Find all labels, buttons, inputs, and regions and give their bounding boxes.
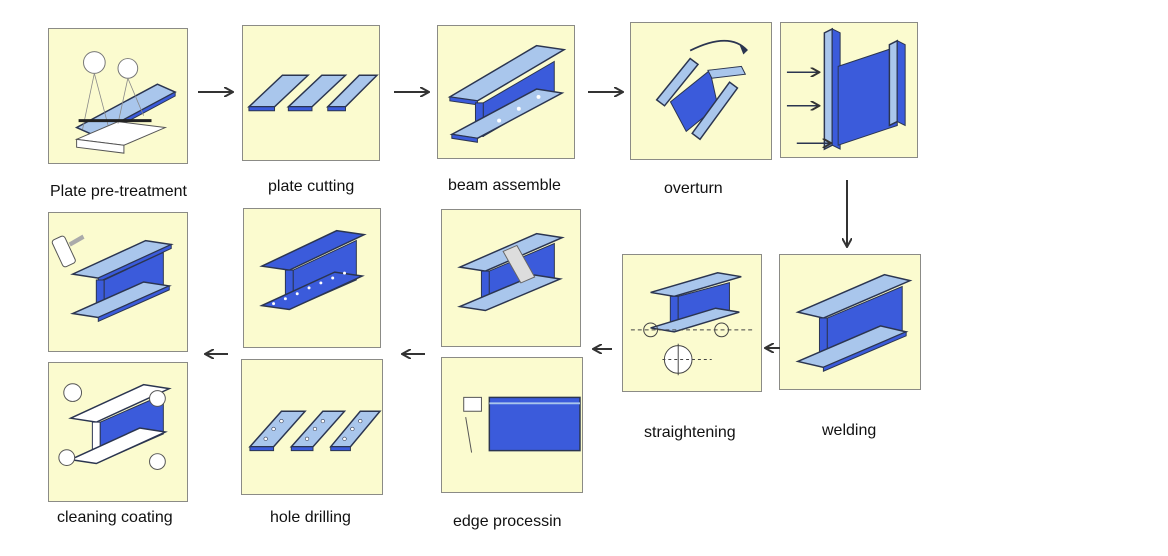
welding-setup-icon	[786, 27, 906, 151]
drilled-beam-panel	[243, 208, 381, 348]
overturn-icon	[655, 39, 748, 141]
welding-icon	[795, 273, 913, 373]
straightening-icon	[630, 271, 754, 376]
plate-pretreatment-panel	[48, 28, 188, 164]
coating-spray-icon	[51, 234, 174, 323]
flow-arrow-down	[840, 180, 854, 252]
welding-setup-panel	[780, 22, 918, 158]
flow-arrow-7	[202, 348, 228, 360]
plate-cutting-panel	[242, 25, 380, 161]
hole-drilling-panel	[241, 359, 383, 495]
step-label-beam-assemble: beam assemble	[448, 177, 561, 194]
step-label-straightening: straightening	[644, 424, 736, 441]
step-label-edge-processing: edge processin	[453, 513, 562, 530]
step-label-welding: welding	[822, 422, 877, 439]
edge-processing-icon	[463, 396, 581, 453]
flow-arrow-3	[588, 86, 626, 98]
beam-assemble-icon	[447, 44, 567, 143]
step-label-cleaning-coating: cleaning coating	[57, 509, 173, 526]
coating-panel	[48, 212, 188, 352]
step-label-plate-pretreatment: Plate pre-treatment	[50, 183, 187, 200]
flow-arrow-1	[198, 86, 236, 98]
flow-arrow-5	[590, 343, 612, 355]
flow-arrow-6	[399, 348, 425, 360]
overturn-panel	[630, 22, 772, 160]
welding-panel	[779, 254, 921, 390]
edge-beam-panel	[441, 209, 581, 347]
beam-assemble-panel	[437, 25, 575, 159]
step-label-hole-drilling: hole drilling	[270, 509, 351, 526]
plate-pretreatment-icon	[74, 51, 177, 154]
flow-arrow-2	[394, 86, 432, 98]
plate-cutting-icon	[247, 74, 379, 112]
step-label-plate-cutting: plate cutting	[268, 178, 355, 195]
cleaning-panel	[48, 362, 188, 502]
edge-processing-panel	[441, 357, 583, 493]
edge-beam-icon	[457, 232, 565, 312]
hole-drilling-icon	[248, 410, 382, 452]
flow-arrow-4	[762, 342, 780, 354]
step-label-overturn: overturn	[664, 180, 723, 197]
straightening-panel	[622, 254, 762, 392]
drilled-beam-icon	[259, 229, 367, 311]
cleaning-coating-icon	[58, 383, 172, 470]
